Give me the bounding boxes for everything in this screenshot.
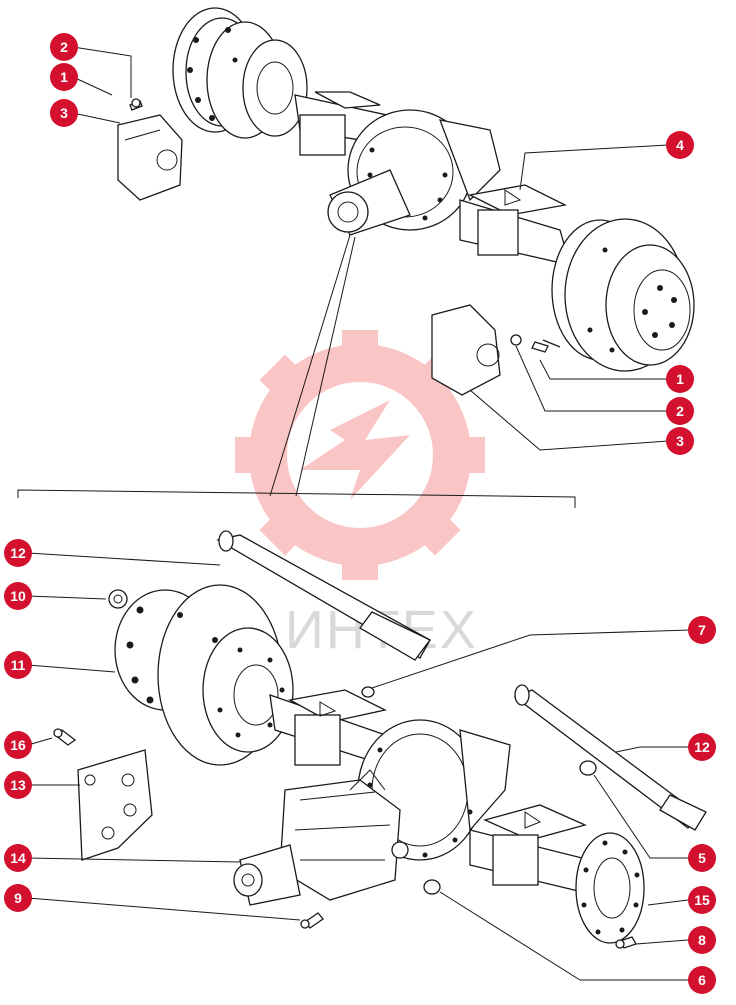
svg-text:16: 16 <box>10 737 26 753</box>
callout-top-1: 1 <box>50 63 78 91</box>
callout-10: 10 <box>4 582 32 610</box>
svg-text:3: 3 <box>60 105 68 121</box>
callout-5: 5 <box>688 844 716 872</box>
bottom-exploded-view <box>53 530 707 949</box>
callout-14: 14 <box>4 844 32 872</box>
callout-right-2: 2 <box>666 397 694 425</box>
svg-text:11: 11 <box>11 657 26 673</box>
svg-text:15: 15 <box>694 892 710 908</box>
callout-right-3: 3 <box>666 427 694 455</box>
callout-right-1: 1 <box>666 365 694 393</box>
callout-12b: 12 <box>688 733 716 761</box>
callout-15: 15 <box>688 886 716 914</box>
svg-text:5: 5 <box>698 850 706 866</box>
callouts: 2 1 3 4 1 2 3 12 10 11 7 16 13 12 14 9 5… <box>4 33 716 994</box>
callout-6: 6 <box>688 966 716 994</box>
svg-text:2: 2 <box>676 403 684 419</box>
callout-11: 11 <box>4 651 32 679</box>
top-axle-assembly <box>117 7 695 396</box>
svg-text:13: 13 <box>10 777 26 793</box>
callout-top-4: 4 <box>666 131 694 159</box>
callout-13: 13 <box>4 771 32 799</box>
svg-text:3: 3 <box>676 433 684 449</box>
svg-text:6: 6 <box>698 972 706 988</box>
svg-text:4: 4 <box>676 137 684 153</box>
svg-text:1: 1 <box>60 69 68 85</box>
leader-lines <box>27 46 691 981</box>
svg-text:12: 12 <box>694 739 710 755</box>
callout-8: 8 <box>688 926 716 954</box>
svg-text:7: 7 <box>698 622 706 638</box>
svg-text:14: 14 <box>10 850 26 866</box>
svg-text:10: 10 <box>10 588 26 604</box>
callout-top-3: 3 <box>50 99 78 127</box>
svg-text:2: 2 <box>60 39 68 55</box>
callout-7: 7 <box>688 616 716 644</box>
svg-text:8: 8 <box>698 932 706 948</box>
svg-text:9: 9 <box>14 890 22 906</box>
callout-16: 16 <box>4 731 32 759</box>
svg-text:12: 12 <box>10 545 26 561</box>
callout-12a: 12 <box>4 539 32 567</box>
callout-top-2: 2 <box>50 33 78 61</box>
svg-text:1: 1 <box>676 371 684 387</box>
callout-9: 9 <box>4 884 32 912</box>
